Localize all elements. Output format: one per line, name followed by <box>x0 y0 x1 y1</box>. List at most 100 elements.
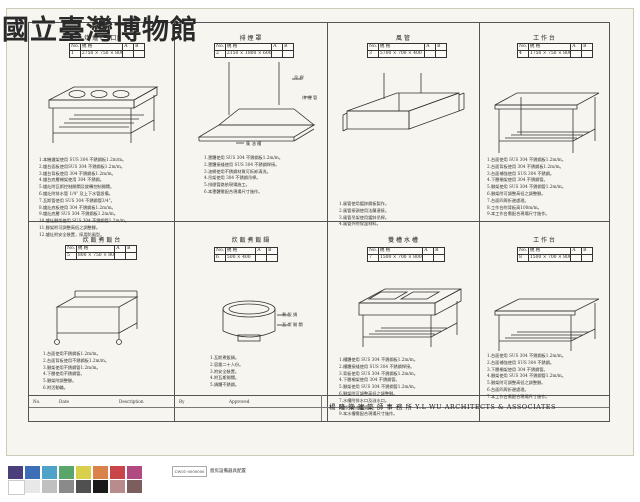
note-line: 4.風管外附保溫材料。 <box>339 221 381 227</box>
title-field: Date <box>59 399 70 404</box>
note-line: 9.本工作台需配合現場尺寸施作。 <box>487 211 550 217</box>
note-line: 1.台面使用不銹鋼板1.2m/m。 <box>43 351 101 356</box>
callout-label: 排 煙 管 <box>302 95 318 100</box>
note-line: 6.台面四周折邊處理。 <box>487 386 529 392</box>
color-swatch <box>25 466 40 479</box>
note-line: 2.爐台面板使用SUS 304 不銹鋼板1.2m/m。 <box>39 163 125 169</box>
note-line: 3.風管吊架使用鍍鋅吊桿。 <box>339 214 390 220</box>
note-line: 12.爐灶附安全裝置，採用防風型。 <box>39 231 105 237</box>
color-swatch <box>25 480 40 493</box>
color-swatch <box>59 480 74 493</box>
note-line: 5.腳架附調整腳。 <box>43 378 77 384</box>
callout-label: 集 油 槽 <box>246 141 262 146</box>
note-line: 8.爐灶底板使用 304 不銹鋼板1.2m/m。 <box>39 204 116 210</box>
note-line: 2.台面背板使用 304 不銹鋼板1.2m/m。 <box>487 163 564 169</box>
note-line: 4.腳架使用 SUS 304 不銹鋼管1.2m/m。 <box>487 373 566 379</box>
title-field: Approved <box>229 399 250 404</box>
color-swatch <box>76 480 91 493</box>
gas-stove-drawing <box>48 86 159 143</box>
note-line: 1.本機爐架使用 SUS 304 不銹鋼板1.2m/m。 <box>39 157 127 162</box>
note-line: 6.本罩體需配合現場尺寸施作。 <box>204 188 263 194</box>
color-swatch <box>8 480 25 495</box>
exhaust-hood-drawing <box>197 62 316 144</box>
note-line: 2.台面背板使用不銹鋼板1.2m/m。 <box>43 357 110 363</box>
rice-stand-drawing <box>54 290 139 345</box>
note-line: 5.爐灶附瓦斯控制開關及旋轉控制開關。 <box>39 184 115 190</box>
panel-notes: 1.罩體使用 SUS 304 不銹鋼板1.2m/m。2.罩體接縫使用 SUS 3… <box>204 155 283 196</box>
panel-title: 煤 爐 (三 口) <box>84 35 119 42</box>
note-line: 5.腳架使用 SUS 304 不銹鋼管1.2m/m。 <box>487 184 566 190</box>
note-line: 4.下層柵架使用 304 不銹鋼管。 <box>339 377 400 383</box>
note-line: 2.台面補強使用 SUS 304 不銹鋼。 <box>487 359 555 365</box>
note-line: 3.爐台背板使用 304 不銹鋼板1.2m/m。 <box>39 170 116 176</box>
grid-divider <box>29 395 609 396</box>
note-line: 4.吊架使用 304 不銹鋼吊桿。 <box>204 175 261 181</box>
note-line: 3.腳架使用不銹鋼管1.2m/m。 <box>43 364 101 370</box>
panel-title: 排 煙 罩 <box>239 35 262 42</box>
panel-notes: 1.台面使用 SUS 304 不銹鋼板1.2m/m。2.台面背板使用 304 不… <box>487 157 566 218</box>
callout-label: 煮 飯 鍋 <box>282 312 298 317</box>
panel-notes: 1.台面使用 SUS 304 不銹鋼板1.2m/m。2.台面補強使用 SUS 3… <box>487 353 566 401</box>
color-swatch <box>93 466 108 479</box>
panel-title: 工 作 台 <box>533 237 555 244</box>
note-line: 5.腳架附可調整高低之調整腳。 <box>487 380 546 386</box>
note-line: 6.爐灶附排水管 1/4" 及上下水管設備。 <box>39 190 113 196</box>
note-line: 6.腳架附可調整高低之調整腳。 <box>487 190 546 196</box>
note-line: 3.下層柵架使用 304 不銹鋼管。 <box>487 366 548 372</box>
color-swatch <box>42 480 57 493</box>
note-line: 5.鍋體不銹鋼。 <box>210 382 240 388</box>
note-line: 1.罩體使用 SUS 304 不銹鋼板1.2m/m。 <box>204 155 283 160</box>
color-swatch <box>127 466 142 479</box>
note-line: 9.爐灶底層 SUS 304 不銹鋼板1.2m/m。 <box>39 211 118 217</box>
museum-watermark: 國立臺灣博物館 <box>2 15 198 46</box>
note-line: 11.腳架附可調整高低之調整腳。 <box>39 224 101 230</box>
note-line: 3.背板使用 SUS 304 不銹鋼板1.2m/m。 <box>339 370 418 376</box>
architect-firm: 楊 隆 棠 建 築 師 事 務 所 Y.L WU ARCHITECTS & AS… <box>329 403 557 411</box>
note-line: 6.附活動輪。 <box>43 384 68 390</box>
panel-title: 炊 飯 煮 飯 台 <box>82 237 121 244</box>
note-line: 1.台面使用 SUS 304 不銹鋼板1.2m/m。 <box>487 157 566 162</box>
panel-title: 炊 飯 煮 飯 鍋 <box>231 237 270 244</box>
note-line: 7.水槽附排水口及溢水口。 <box>339 397 390 403</box>
work-table-2-drawing <box>494 298 600 351</box>
panel-notes: 1.本機爐架使用 SUS 304 不銹鋼板1.2m/m。2.爐台面板使用SUS … <box>39 157 129 239</box>
note-line: 4.下層使用不銹鋼管。 <box>43 371 85 377</box>
note-line: 8.工作台附背板高100m/m。 <box>487 204 542 210</box>
note-line: 7.瓦斯管使用 SUS 304 不銹鋼管3/4"。 <box>39 197 115 203</box>
note-line: 9.本水槽需配合現場尺寸施作。 <box>339 411 398 417</box>
title-field: Description <box>119 399 144 404</box>
drawing-paper <box>6 8 634 456</box>
title-field: By <box>179 399 185 404</box>
note-line: 3.油網使用不銹鋼材質可拆卸清洗。 <box>204 168 271 174</box>
note-line: 7.台面四周折邊處理。 <box>487 197 529 203</box>
archive-caption: 廚房設備器具配置 <box>210 469 246 474</box>
note-line: 6.腳架附可調整高低之調整腳。 <box>339 390 398 396</box>
title-block: No. Date Description By Approved 楊 隆 棠 建… <box>29 395 609 421</box>
panel-title: 雙 槽 水 槽 <box>388 237 418 244</box>
note-line: 2.槽體接縫使用 SUS 304 不銹鋼焊接。 <box>339 363 415 369</box>
panel-notes: 1.風管使用鍍鋅鋼板製作。2.風管接頭使用法蘭連接。3.風管吊架使用鍍鋅吊桿。4… <box>339 201 389 228</box>
work-table-drawing <box>494 92 600 153</box>
rice-cooker-drawing <box>222 300 288 342</box>
callout-label: 吊 桿 <box>294 75 304 80</box>
note-line: 4.下層柵架使用 304 不銹鋼管。 <box>487 177 548 183</box>
double-sink-drawing <box>358 288 462 347</box>
panel-notes: 1.台面使用不銹鋼板1.2m/m。2.台面背板使用不銹鋼板1.2m/m。3.腳架… <box>43 351 109 392</box>
grid-divider <box>479 23 480 421</box>
color-swatch <box>76 466 91 479</box>
note-line: 2.風管接頭使用法蘭連接。 <box>339 207 390 213</box>
color-swatch <box>110 466 125 479</box>
callout-label: 瓦 斯 開 關 <box>282 322 303 327</box>
note-line: 10.爐灶腳架使用 SUS 304 不銹鋼管1.2m/m。 <box>39 218 129 224</box>
